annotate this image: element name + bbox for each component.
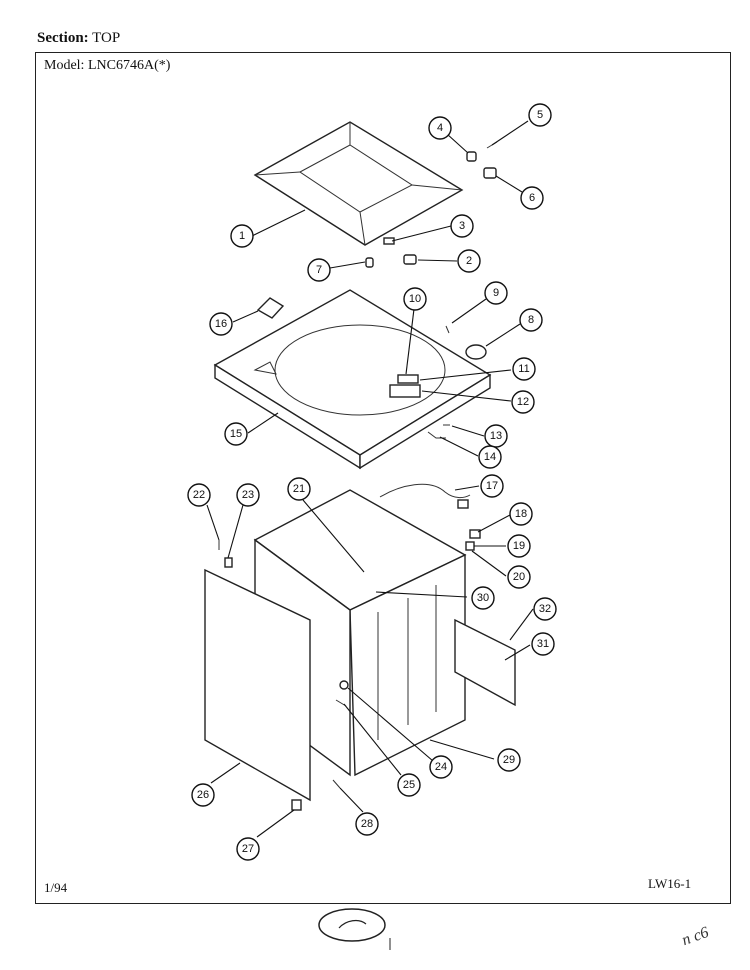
callout-26: 26 — [191, 783, 215, 807]
svg-text:3: 3 — [459, 220, 465, 232]
svg-text:24: 24 — [435, 761, 447, 773]
part-bleach-dispenser — [256, 297, 285, 319]
callout-3: 3 — [450, 214, 474, 238]
callout-17: 17 — [480, 474, 504, 498]
callout-14: 14 — [478, 445, 502, 469]
callout-23: 23 — [236, 483, 260, 507]
svg-text:17: 17 — [486, 480, 498, 492]
svg-text:6: 6 — [529, 192, 535, 204]
ink-stamp-mark — [318, 908, 391, 950]
callout-21: 21 — [287, 477, 311, 501]
svg-text:32: 32 — [539, 603, 551, 615]
leader-lines — [206, 120, 534, 838]
callout-4: 4 — [428, 116, 452, 140]
svg-text:7: 7 — [316, 264, 322, 276]
svg-text:11: 11 — [518, 363, 529, 375]
callout-18: 18 — [509, 502, 533, 526]
svg-text:22: 22 — [193, 489, 205, 501]
svg-text:27: 27 — [242, 843, 254, 855]
svg-text:29: 29 — [503, 754, 515, 766]
svg-text:18: 18 — [515, 508, 527, 520]
callout-28: 28 — [355, 812, 379, 836]
callout-6: 6 — [520, 186, 544, 210]
part-fasteners — [218, 540, 349, 811]
callout-10: 10 — [403, 287, 427, 311]
callout-15: 15 — [224, 422, 248, 446]
svg-text:20: 20 — [513, 571, 525, 583]
callout-30: 30 — [471, 586, 495, 610]
part-brackets — [465, 529, 481, 551]
callout-22: 22 — [187, 483, 211, 507]
callout-20: 20 — [507, 565, 531, 589]
callout-13: 13 — [484, 424, 508, 448]
section-title: Section: TOP — [37, 30, 120, 47]
svg-text:13: 13 — [490, 430, 502, 442]
svg-text:19: 19 — [513, 540, 525, 552]
diagram-frame — [35, 52, 731, 904]
callout-7: 7 — [307, 258, 331, 282]
svg-text:15: 15 — [230, 428, 242, 440]
svg-text:5: 5 — [537, 109, 543, 121]
callout-12: 12 — [511, 390, 535, 414]
callout-5: 5 — [528, 103, 552, 127]
svg-text:14: 14 — [484, 451, 496, 463]
svg-text:2: 2 — [466, 255, 472, 267]
callout-27: 27 — [236, 837, 260, 861]
callout-25: 25 — [397, 773, 421, 797]
svg-text:4: 4 — [437, 122, 443, 134]
svg-text:23: 23 — [242, 489, 254, 501]
revision-date: 1/94 — [44, 880, 68, 895]
model-label: Model: — [44, 58, 85, 73]
callout-19: 19 — [507, 534, 531, 558]
svg-text:9: 9 — [493, 287, 499, 299]
model-value: LNC6746A(*) — [87, 58, 171, 73]
part-side-panel — [454, 618, 516, 707]
callout-1: 1 — [230, 224, 254, 248]
svg-text:25: 25 — [403, 779, 415, 791]
part-front-panel — [204, 568, 311, 802]
part-lid — [253, 121, 464, 246]
svg-text:8: 8 — [528, 314, 534, 326]
part-hinge — [365, 141, 498, 268]
callout-31: 31 — [531, 632, 555, 656]
svg-text:12: 12 — [517, 396, 529, 408]
section-label: Section: — [37, 30, 89, 46]
part-power-cord — [379, 483, 471, 509]
svg-text:10: 10 — [409, 293, 421, 305]
callout-16: 16 — [209, 312, 233, 336]
svg-text:31: 31 — [537, 638, 549, 650]
callout-2: 2 — [457, 249, 481, 273]
callout-32: 32 — [533, 597, 557, 621]
svg-text:28: 28 — [361, 818, 373, 830]
svg-text:21: 21 — [293, 483, 305, 495]
svg-text:30: 30 — [477, 592, 489, 604]
svg-text:1: 1 — [239, 230, 245, 242]
svg-text:26: 26 — [197, 789, 209, 801]
model-title: Model: LNC6746A(*) — [44, 58, 170, 74]
section-value: TOP — [92, 30, 121, 46]
callout-8: 8 — [519, 308, 543, 332]
callout-11: 11 — [512, 357, 536, 381]
callout-24: 24 — [429, 755, 453, 779]
part-top-frame — [213, 289, 492, 470]
callout-9: 9 — [484, 281, 508, 305]
part-ring — [465, 344, 487, 360]
callout-29: 29 — [497, 748, 521, 772]
svg-text:16: 16 — [215, 318, 227, 330]
page-code: LW16-1 — [648, 876, 692, 891]
